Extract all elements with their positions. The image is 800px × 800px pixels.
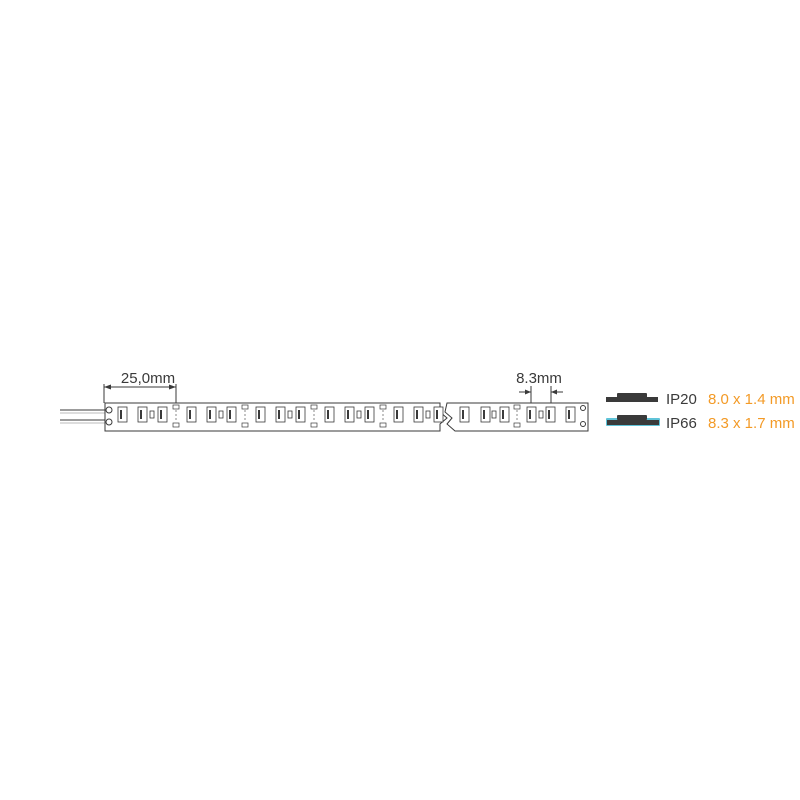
led-chip bbox=[347, 410, 349, 419]
legend-row-ip66: IP66 8.3 x 1.7 mm bbox=[604, 413, 795, 433]
led-chip bbox=[189, 410, 191, 419]
led bbox=[344, 406, 355, 423]
led-chip bbox=[416, 410, 418, 419]
cut-pad bbox=[513, 422, 521, 428]
led bbox=[413, 406, 424, 423]
led-chip bbox=[529, 410, 531, 419]
led bbox=[459, 406, 470, 423]
led bbox=[186, 406, 197, 423]
resistor bbox=[491, 410, 497, 419]
solder-pad bbox=[580, 421, 586, 427]
led-chip bbox=[120, 410, 122, 419]
strip-components bbox=[117, 404, 576, 428]
led bbox=[295, 406, 306, 423]
led-chip bbox=[209, 410, 211, 419]
led-chip bbox=[140, 410, 142, 419]
led-chip bbox=[396, 410, 398, 419]
led bbox=[480, 406, 491, 423]
led bbox=[255, 406, 266, 423]
lead-wires bbox=[60, 409, 108, 424]
led bbox=[393, 406, 404, 423]
led-chip bbox=[229, 410, 231, 419]
cut-pad bbox=[379, 422, 387, 428]
led bbox=[137, 406, 148, 423]
cut-pad bbox=[310, 404, 318, 410]
resistor bbox=[425, 410, 431, 419]
led-chip bbox=[258, 410, 260, 419]
led bbox=[433, 406, 444, 423]
cut-pad bbox=[513, 404, 521, 410]
led-chip bbox=[160, 410, 162, 419]
led bbox=[545, 406, 556, 423]
led-chip bbox=[502, 410, 504, 419]
dimension-label: 8.3 x 1.7 mm bbox=[708, 414, 795, 432]
led-chip bbox=[367, 410, 369, 419]
led-pitch-dimension bbox=[519, 386, 563, 403]
led bbox=[157, 406, 168, 423]
resistor bbox=[218, 410, 224, 419]
cut-pad bbox=[172, 404, 180, 410]
segment-pitch-dimension bbox=[103, 384, 177, 403]
led bbox=[324, 406, 335, 423]
led-chip bbox=[568, 410, 570, 419]
resistor bbox=[356, 410, 362, 419]
led-chip bbox=[483, 410, 485, 419]
led bbox=[499, 406, 510, 423]
led bbox=[226, 406, 237, 423]
ip20-profile-icon bbox=[606, 393, 658, 402]
led-chip bbox=[278, 410, 280, 419]
cut-pad bbox=[310, 422, 318, 428]
cut-pad bbox=[241, 404, 249, 410]
led-pitch-label: 8.3mm bbox=[516, 370, 562, 387]
led bbox=[117, 406, 128, 423]
led bbox=[565, 406, 576, 423]
cut-pad bbox=[172, 422, 180, 428]
legend-row-ip20: IP20 8.0 x 1.4 mm bbox=[604, 389, 795, 409]
led bbox=[275, 406, 286, 423]
solder-pad bbox=[105, 406, 113, 414]
led bbox=[206, 406, 217, 423]
led bbox=[526, 406, 537, 423]
led-chip bbox=[548, 410, 550, 419]
led bbox=[364, 406, 375, 423]
led-chip bbox=[436, 410, 438, 419]
dimension-label: 8.0 x 1.4 mm bbox=[708, 390, 795, 408]
ip-rating-label: IP20 bbox=[666, 390, 697, 408]
resistor bbox=[538, 410, 544, 419]
cut-pad bbox=[379, 404, 387, 410]
cut-pad bbox=[241, 422, 249, 428]
led-chip bbox=[298, 410, 300, 419]
led-chip bbox=[462, 410, 464, 419]
solder-pad bbox=[580, 405, 586, 411]
ip66-profile-icon bbox=[606, 415, 660, 426]
ip-rating-label: IP66 bbox=[666, 414, 697, 432]
solder-pad bbox=[105, 418, 113, 426]
resistor bbox=[287, 410, 293, 419]
segment-pitch-label: 25,0mm bbox=[121, 370, 175, 387]
resistor bbox=[149, 410, 155, 419]
led-chip bbox=[327, 410, 329, 419]
